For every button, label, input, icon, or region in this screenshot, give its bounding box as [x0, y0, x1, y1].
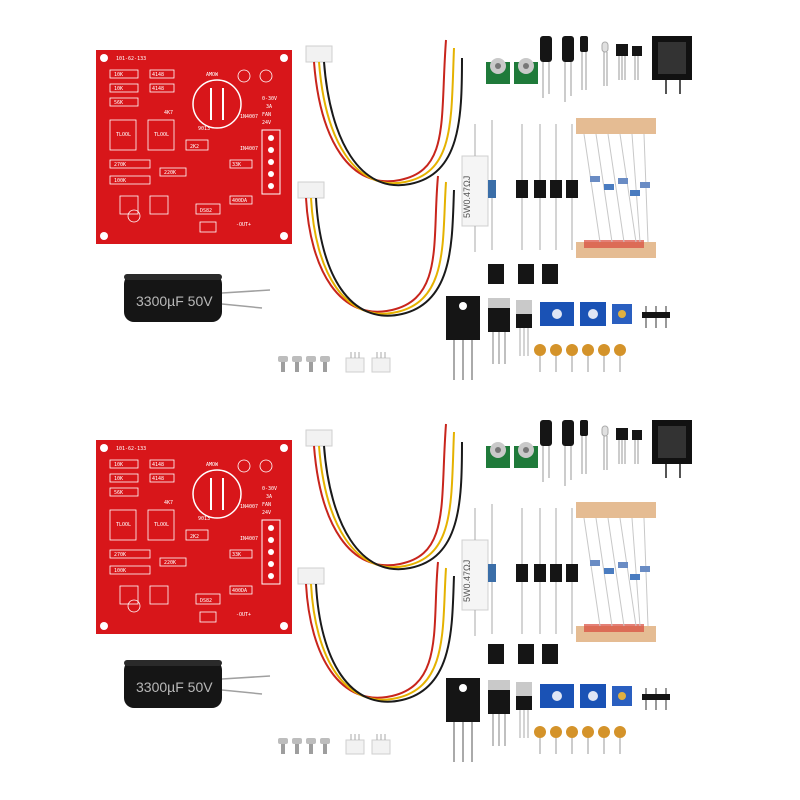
svg-text:-OUT+: -OUT+ — [236, 222, 251, 228]
svg-text:10K: 10K — [114, 476, 123, 482]
svg-text:4K7: 4K7 — [164, 110, 173, 116]
kit-1-illustration: 101-62-133 AMOW 0-30V 3A TLOOL TLOOL 414… — [96, 36, 692, 380]
svg-text:FAN: FAN — [262, 502, 271, 508]
svg-text:3A: 3A — [266, 104, 272, 110]
svg-text:400DA: 400DA — [232, 198, 247, 204]
potentiometers — [486, 58, 538, 84]
large-capacitor: 3300µF 50V — [124, 274, 271, 322]
svg-text:270K: 270K — [114, 552, 126, 558]
pin-connectors — [345, 734, 391, 755]
pin-headers — [642, 306, 670, 328]
svg-text:0-30V: 0-30V — [262, 96, 277, 102]
svg-text:3A: 3A — [266, 494, 272, 500]
svg-text:FAN: FAN — [262, 112, 271, 118]
small-capacitors — [540, 36, 609, 102]
pin-headers — [642, 688, 670, 710]
ceramic-capacitors — [534, 726, 626, 754]
pcb-title: 101-62-133 — [116, 56, 146, 62]
svg-text:1N4007: 1N4007 — [240, 504, 258, 510]
heatsink — [652, 420, 692, 478]
ic-chips — [488, 644, 558, 664]
svg-text:24V: 24V — [262, 510, 271, 516]
svg-text:220K: 220K — [164, 170, 176, 176]
svg-text:TLOOL: TLOOL — [154, 522, 169, 528]
power-resistor: 5W0.47ΩJ — [461, 124, 489, 252]
power-resistor-label: 5W0.47ΩJ — [462, 176, 472, 218]
trimmer-potentiometers — [540, 302, 632, 326]
svg-text:56K: 56K — [114, 100, 123, 106]
capacitor-label: 3300µF 50V — [136, 679, 213, 695]
svg-text:33K: 33K — [232, 162, 241, 168]
wire-harness-2 — [297, 561, 455, 703]
pin-connectors — [345, 352, 391, 373]
wire-harness-1 — [305, 39, 463, 187]
diodes — [488, 504, 578, 634]
ceramic-capacitors — [534, 344, 626, 372]
resistor-bundle — [576, 502, 656, 642]
svg-text:24V: 24V — [262, 120, 271, 126]
svg-text:56K: 56K — [114, 490, 123, 496]
svg-text:100K: 100K — [114, 178, 126, 184]
svg-text:IN4007: IN4007 — [240, 536, 258, 542]
svg-text:9013: 9013 — [198, 126, 210, 132]
screws — [278, 356, 330, 372]
wire-harness-2 — [297, 175, 455, 317]
ic-chips — [488, 264, 558, 284]
svg-text:270K: 270K — [114, 162, 126, 168]
trimmer-potentiometers — [540, 684, 632, 708]
svg-text:10K: 10K — [114, 462, 123, 468]
svg-text:AMOW: AMOW — [206, 72, 219, 78]
svg-text:4148: 4148 — [152, 462, 164, 468]
diodes — [488, 120, 578, 250]
power-transistors — [446, 296, 532, 380]
svg-text:2K2: 2K2 — [190, 534, 199, 540]
svg-text:TLOOL: TLOOL — [116, 132, 131, 138]
svg-text:4148: 4148 — [152, 86, 164, 92]
svg-text:1N4007: 1N4007 — [240, 114, 258, 120]
wire-harness-1 — [305, 423, 463, 571]
svg-text:9013: 9013 — [198, 516, 210, 522]
svg-text:0-30V: 0-30V — [262, 486, 277, 492]
power-resistor-label: 5W0.47ΩJ — [462, 560, 472, 602]
power-transistors — [446, 678, 532, 762]
svg-text:10K: 10K — [114, 72, 123, 78]
svg-text:DS82: DS82 — [200, 598, 212, 604]
svg-text:IN4007: IN4007 — [240, 146, 258, 152]
pcb-title: 101-62-133 — [116, 446, 146, 452]
svg-text:AMOW: AMOW — [206, 462, 219, 468]
small-transistors — [616, 44, 642, 80]
large-capacitor: 3300µF 50V — [124, 660, 271, 708]
pcb-board: 101-62-133 AMOW 0-30V 3A TLOOL TLOOL 414… — [96, 50, 292, 244]
potentiometers — [486, 442, 538, 468]
svg-text:400DA: 400DA — [232, 588, 247, 594]
small-capacitors — [540, 420, 609, 486]
heatsink — [652, 36, 692, 94]
kit-2-illustration: 101-62-133 AMOW 0-30V 3A TLOOL TLOOL 414… — [96, 420, 692, 762]
pcb-board: 101-62-133 AMOW 0-30V 3A TLOOL TLOOL 414… — [96, 440, 292, 634]
kit-1: 101-62-133 AMOW 0-30V 3A TLOOL TLOOL 414… — [0, 0, 800, 380]
svg-text:4K7: 4K7 — [164, 500, 173, 506]
power-resistor: 5W0.47ΩJ — [461, 508, 489, 636]
svg-text:TLOOL: TLOOL — [154, 132, 169, 138]
capacitor-label: 3300µF 50V — [136, 293, 213, 309]
small-transistors — [616, 428, 642, 464]
svg-text:220K: 220K — [164, 560, 176, 566]
svg-text:DS82: DS82 — [200, 208, 212, 214]
svg-text:4148: 4148 — [152, 72, 164, 78]
svg-text:33K: 33K — [232, 552, 241, 558]
svg-text:-OUT+: -OUT+ — [236, 612, 251, 618]
svg-text:10K: 10K — [114, 86, 123, 92]
screws — [278, 738, 330, 754]
svg-text:TLOOL: TLOOL — [116, 522, 131, 528]
kit-2: 101-62-133 AMOW 0-30V 3A TLOOL TLOOL 414… — [0, 390, 800, 770]
svg-text:2K2: 2K2 — [190, 144, 199, 150]
svg-text:100K: 100K — [114, 568, 126, 574]
svg-text:4148: 4148 — [152, 476, 164, 482]
resistor-bundle — [576, 118, 656, 258]
